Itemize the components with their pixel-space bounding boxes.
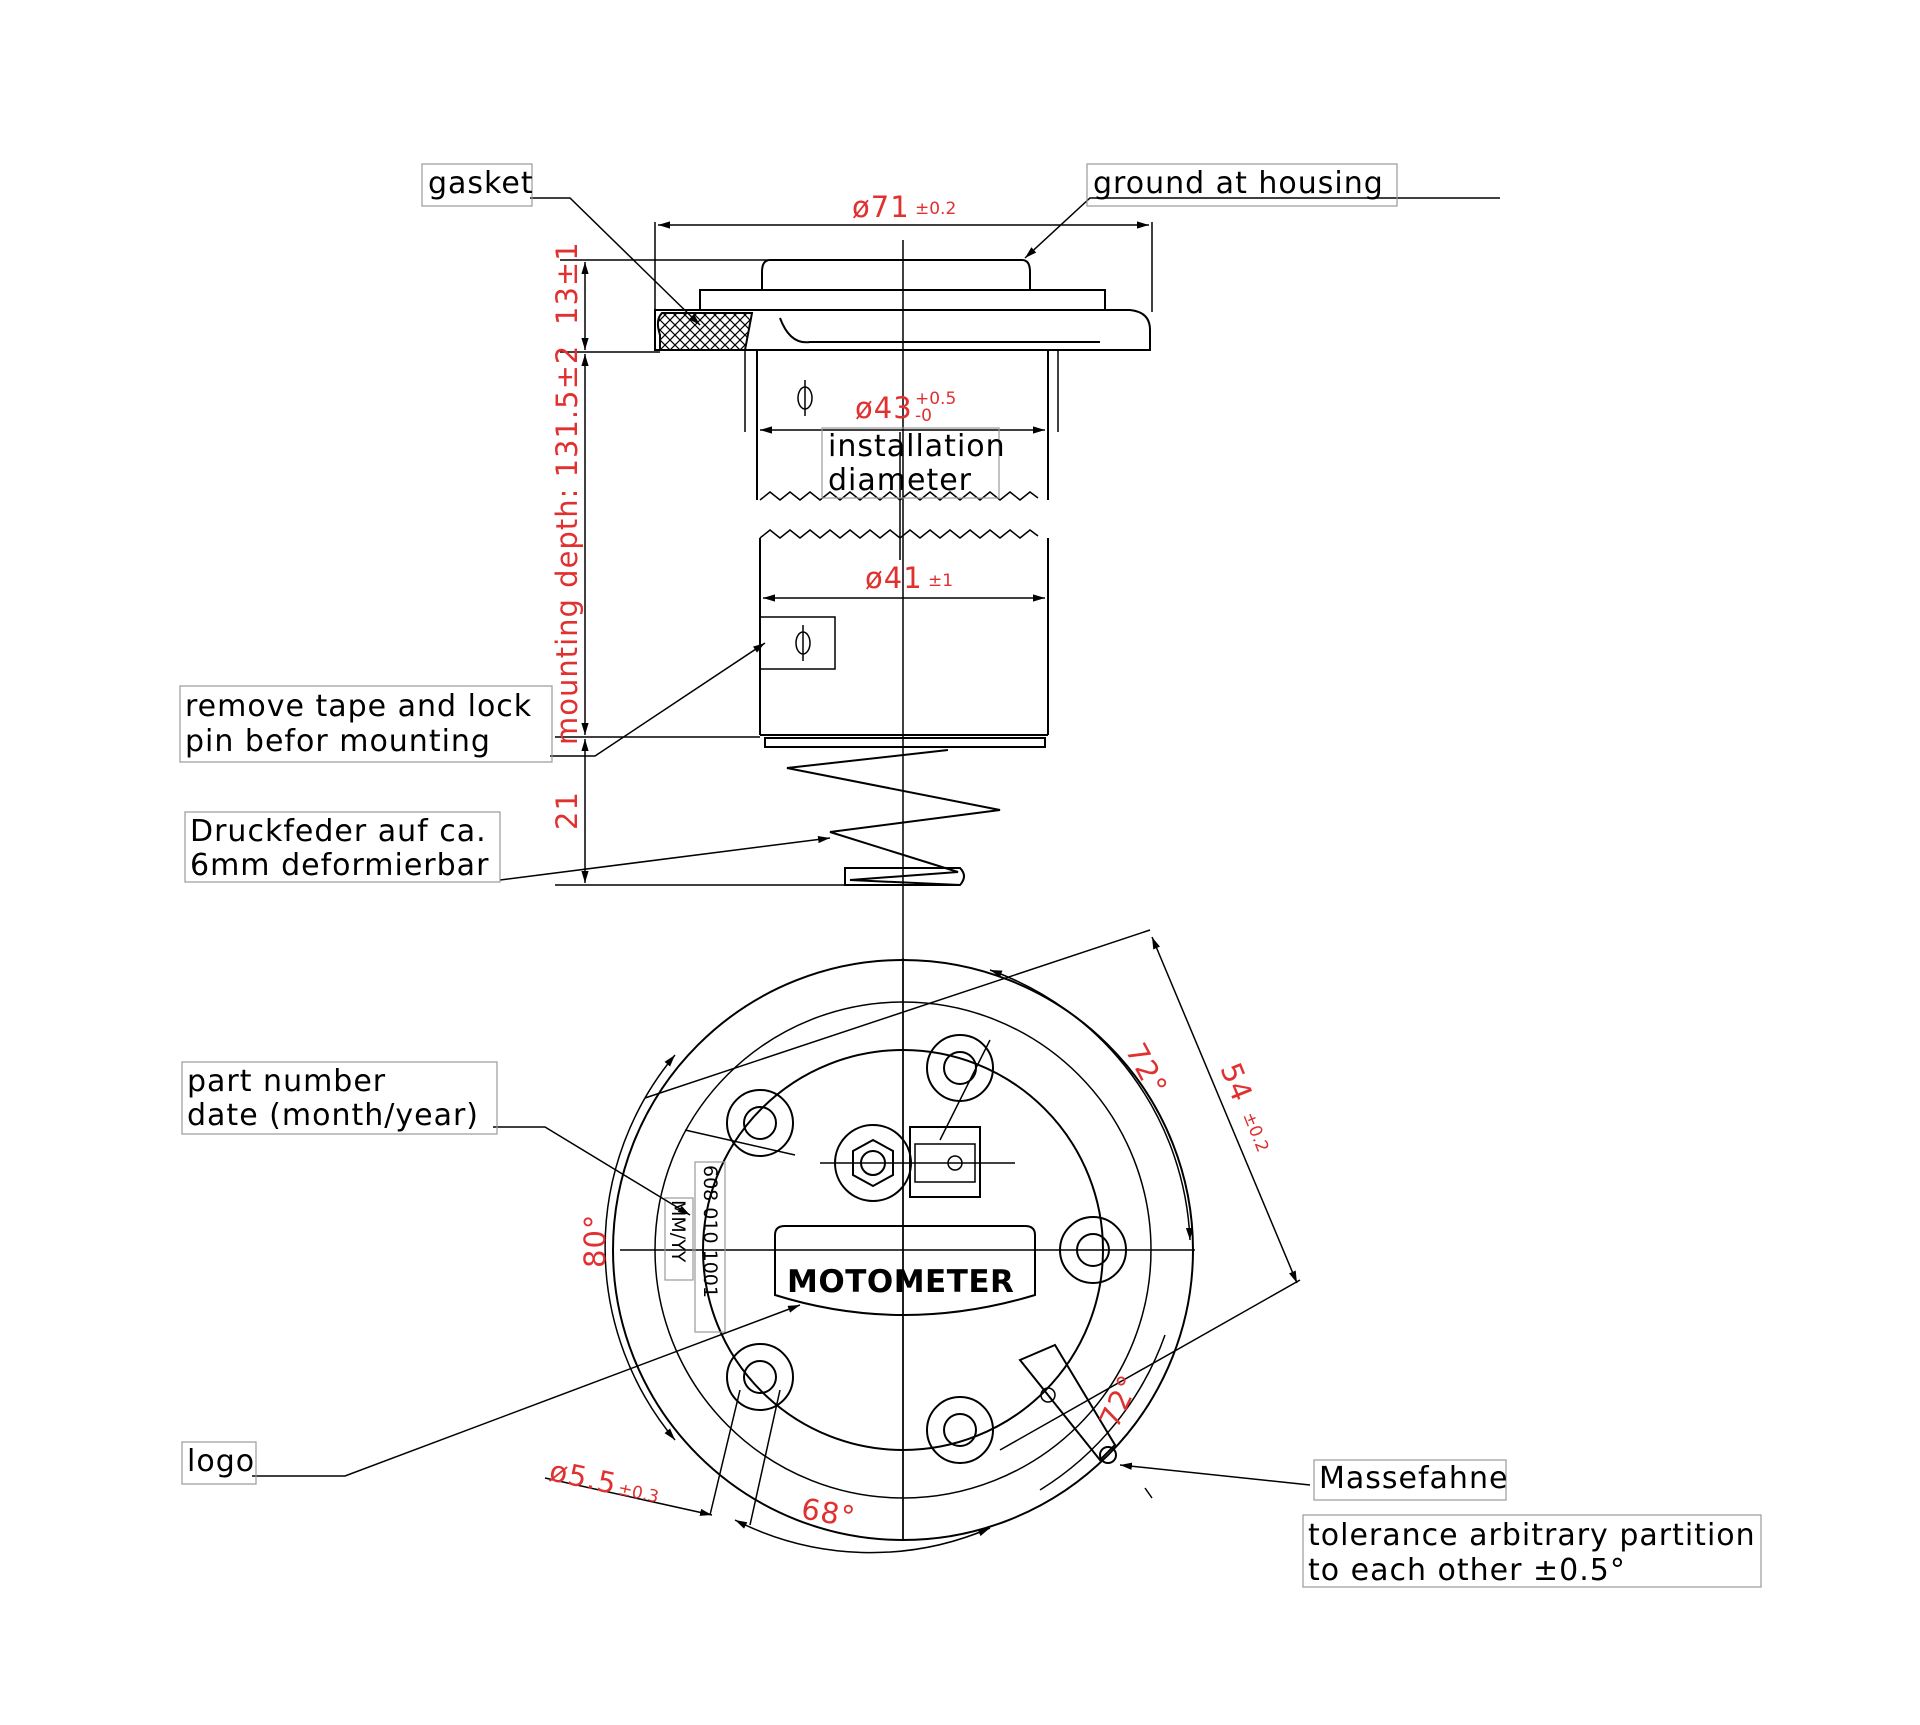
dim-43-tol-lower: -0 [915,406,932,426]
dim-68: 68° [799,1491,858,1534]
base-plate [764,737,1046,748]
arc-72-top [989,969,1194,1241]
label-tolerance-2: to each other ±0.5° [1308,1553,1626,1588]
connector-terminal [820,1124,1015,1202]
dim-mounting-depth: mounting depth: 131.5±2 [550,345,584,745]
flange-inner [779,317,1100,344]
arc-68 [734,1519,991,1554]
dim-41-tol: ±1 [928,571,953,591]
dim-41: ø41 [865,561,923,595]
dim-43: ø43 [855,391,913,425]
part-number: 608 010 1001 [699,1165,721,1298]
label-date: date (month/year) [187,1098,479,1133]
side-view: ø71 ±0.2 ø43 +0.5 -0 ø41 ±1 13±1 mountin… [499,190,1500,1540]
leader-gasket [530,197,701,326]
arc-80 [604,1054,676,1441]
dim-43-tol-upper: +0.5 [915,389,956,409]
label-druckfeder-2: 6mm deformierbar [190,848,489,883]
brand-logo: MOTOMETER [787,1264,1014,1300]
label-massefahne: Massefahne [1319,1461,1508,1496]
label-part-number: part number [187,1064,386,1099]
dim-line-54 [1151,936,1298,1284]
label-installation-1: installation [828,429,1006,464]
spring-base [844,867,965,886]
label-remove-tape-1: remove tape and lock [185,689,532,724]
leader-remove-tape [550,642,766,757]
dim-13: 13±1 [550,241,584,325]
label-installation-2: diameter [828,463,972,498]
spring [786,749,1001,886]
mounting-hole-4 [926,1396,994,1464]
dim-hole-55: ø5.5 [547,1454,620,1501]
leader-massefahne [1119,1462,1311,1486]
front-view: MOTOMETER 608 010 1001 MM/YY 54 ±0.2 72°… [252,929,1311,1554]
gasket-seal [656,312,754,351]
flange [654,309,1151,351]
dim-80: 80° [578,1214,612,1268]
dim-hole-55-tol: ±0.3 [616,1479,661,1507]
tape-tab [759,616,836,670]
leader-druckfeder [499,835,831,881]
break-line-lower [759,529,1039,539]
label-tolerance-1: tolerance arbitrary partition [1308,1518,1756,1553]
label-gasket: gasket [428,166,534,201]
label-ground-at-housing: ground at housing [1093,166,1384,201]
mounting-hole-5 [726,1343,794,1411]
label-druckfeder-1: Druckfeder auf ca. [190,814,487,849]
dim-71-tol: ±0.2 [915,199,956,219]
dim-72-bottom: 72° [1093,1369,1147,1433]
leader-part-number [493,1126,691,1216]
dim-54-tol: ±0.2 [1238,1109,1272,1155]
dim-71: ø71 [852,190,910,224]
bezel-top [761,259,1031,291]
label-remove-tape-2: pin befor mounting [185,724,491,759]
labels: gasket ground at housing installation di… [179,163,1762,1588]
leader-ground [1024,197,1500,259]
dim-21: 21 [550,791,584,830]
mounting-hole-2 [926,1034,994,1102]
leader-logo [252,1304,801,1477]
ground-tab [1018,1343,1117,1464]
lock-pin-upper [797,380,813,416]
label-logo: logo [187,1444,255,1479]
lock-pin-lower [795,625,811,661]
date-code: MM/YY [667,1200,689,1263]
mounting-hole-1 [726,1089,794,1157]
